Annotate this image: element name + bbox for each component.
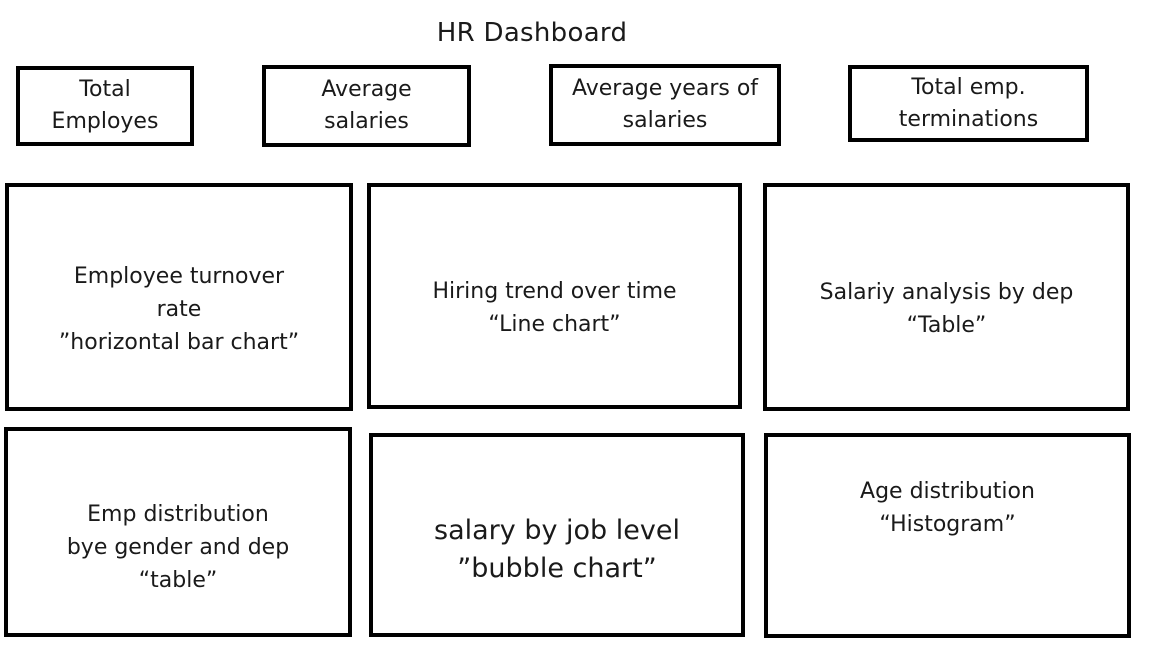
panel-salary-by-job-level-label: salary by job level ”bubble chart” [434,515,680,584]
kpi-average-salaries-box: Average salaries [262,65,471,147]
panel-employee-turnover: Employee turnover rate ”horizontal bar c… [5,183,353,411]
panel-salary-analysis: Salariy analysis by dep “Table” [763,183,1130,411]
kpi-total-terminations-box: Total emp. terminations [848,65,1089,142]
kpi-total-terminations-label: Total emp. terminations [898,74,1039,132]
panel-salary-by-job-level: salary by job level ”bubble chart” [369,433,745,637]
kpi-average-salaries-label: Average salaries [321,77,412,134]
panel-salary-analysis-label: Salariy analysis by dep “Table” [819,280,1074,338]
dashboard-title: HR Dashboard [436,18,628,48]
panel-employee-turnover-label: Employee turnover rate ”horizontal bar c… [58,263,300,355]
kpi-average-years-label: Average years of salaries [571,76,759,133]
panel-age-distribution: Age distribution “Histogram” [764,433,1131,638]
kpi-total-employees-box: Total Employes [16,66,194,146]
panel-hiring-trend: Hiring trend over time “Line chart” [367,183,742,409]
kpi-average-years-box: Average years of salaries [549,64,781,146]
panel-age-distribution-label: Age distribution “Histogram” [860,478,1035,537]
panel-emp-distribution: Emp distribution bye gender and dep “tab… [4,427,352,637]
kpi-total-employees-label: Total Employes [51,77,159,134]
panel-hiring-trend-label: Hiring trend over time “Line chart” [432,279,677,337]
panel-emp-distribution-label: Emp distribution bye gender and dep “tab… [66,501,290,593]
